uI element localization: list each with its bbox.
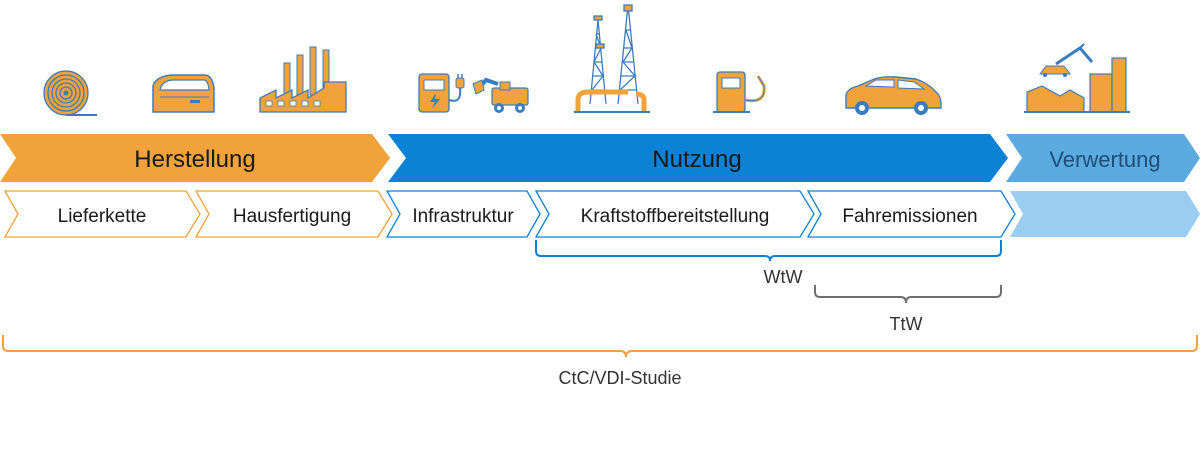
step-label-fahremissionen: Fahremissionen: [842, 206, 977, 227]
bracket-ttw: [814, 285, 1002, 304]
excavator-truck-icon: [472, 77, 529, 113]
charging-station-icon: [418, 73, 465, 113]
step-lieferkette: [3, 190, 201, 238]
phase-bar-nutzung: [388, 134, 1008, 182]
factory-icon: [259, 46, 347, 113]
phase-label-herstellung: Herstellung: [134, 146, 255, 173]
step-infrastruktur: [385, 190, 541, 238]
phase-label-nutzung: Nutzung: [652, 146, 741, 173]
step-verwertung-empty: [1010, 191, 1200, 237]
bracket-wtw: [535, 240, 1002, 262]
step-fahremissionen: [806, 190, 1016, 238]
car-door-icon: [152, 74, 215, 113]
phase-bar-herstellung: [0, 134, 390, 182]
phase-bar-verwertung: [1006, 134, 1200, 182]
oil-rig-icon: [574, 4, 650, 113]
step-label-lieferkette: Lieferkette: [58, 206, 147, 227]
bracket-ctc-label: CtC/VDI-Studie: [558, 368, 681, 388]
step-label-kraftstoffbereitstellung: Kraftstoffbereitstellung: [581, 206, 770, 227]
phase-label-verwertung: Verwertung: [1049, 147, 1160, 172]
step-label-hausfertigung: Hausfertigung: [233, 206, 351, 227]
recycling-plant-icon: [1024, 43, 1130, 113]
step-kraftstoffbereitstellung: [534, 190, 815, 238]
step-hausfertigung: [194, 190, 393, 238]
bracket-ctc: [2, 335, 1198, 358]
bracket-wtw-label: WtW: [764, 267, 803, 287]
fuel-pump-icon: [713, 71, 766, 113]
step-label-infrastruktur: Infrastruktur: [412, 206, 514, 227]
car-icon: [845, 76, 942, 115]
bracket-ttw-label: TtW: [890, 314, 923, 334]
coil-icon: [43, 70, 97, 116]
